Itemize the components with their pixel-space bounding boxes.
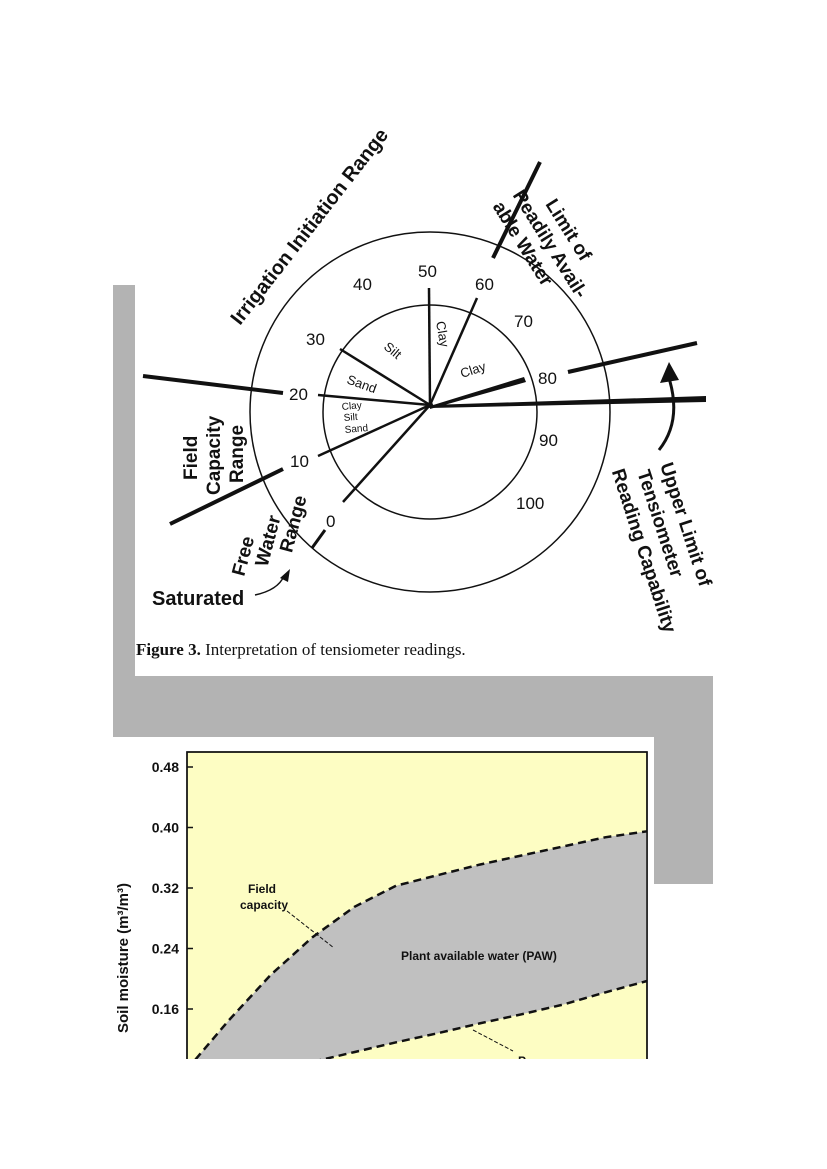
saturated-arrow bbox=[254, 575, 285, 596]
plot-frame bbox=[186, 751, 648, 1059]
saturated-line bbox=[310, 529, 327, 549]
soil-moisture-chart: 0.480.400.320.240.160.08 Soil moisture (… bbox=[115, 751, 648, 1059]
figure3-caption: Figure 3. Interpretation of tensiometer … bbox=[136, 640, 466, 660]
y-tick-label: 0.24 bbox=[152, 941, 179, 957]
dial-label-60: 60 bbox=[475, 275, 494, 294]
irrigation-initiation-label: Irrigation Initiation Range bbox=[227, 125, 393, 329]
upper-limit-arrow bbox=[657, 374, 676, 451]
dial-center bbox=[427, 402, 433, 408]
paw-area bbox=[195, 831, 647, 1059]
figure3-caption-label: Figure 3. bbox=[136, 640, 201, 659]
field-capacity-range-label-2: Capacity bbox=[204, 415, 225, 495]
y-tick-label: 0.16 bbox=[152, 1001, 179, 1017]
dial-label-40: 40 bbox=[353, 275, 372, 294]
field-capacity-line bbox=[194, 830, 648, 1059]
soil-label-clay-small: Clay bbox=[341, 400, 362, 413]
field-capacity-label-2: capacity bbox=[240, 898, 288, 912]
figure3-caption-text: Interpretation of tensiometer readings. bbox=[200, 640, 466, 659]
dial-label-70: 70 bbox=[514, 312, 533, 331]
needle-10 bbox=[317, 403, 431, 458]
dial-label-50: 50 bbox=[418, 262, 437, 281]
soil-label-silt-small: Silt bbox=[343, 412, 358, 424]
needle-90 bbox=[430, 396, 706, 408]
dial-label-30: 30 bbox=[306, 330, 325, 349]
soil-label-sand: Sand bbox=[345, 372, 379, 396]
needle-30 bbox=[339, 347, 431, 407]
field-capacity-range-label-1: Field bbox=[181, 436, 202, 480]
upper-limit-arrowhead bbox=[660, 362, 679, 383]
field-capacity-upper-line bbox=[142, 374, 284, 395]
y-tick-label: 0.40 bbox=[152, 820, 179, 836]
lower-limit-line bbox=[319, 979, 648, 1059]
y-axis-label: Soil moisture (m³/m³) bbox=[115, 883, 132, 1033]
soil-label-silt: Silt bbox=[381, 339, 405, 362]
y-tick-label: 0.48 bbox=[152, 759, 179, 775]
tensiometer-diagram: 0 10 20 30 40 50 60 70 80 90 100 Sand Si… bbox=[142, 125, 715, 636]
lower-limit-pointer bbox=[472, 1029, 514, 1052]
field-capacity-label-1: Field bbox=[248, 882, 276, 896]
dial-label-100: 100 bbox=[516, 494, 544, 513]
dial-label-20: 20 bbox=[289, 385, 308, 404]
field-capacity-pointer bbox=[286, 910, 335, 949]
soil-label-clay-50: Clay bbox=[433, 320, 452, 349]
needle-20 bbox=[317, 393, 431, 407]
limit-readily-available-line bbox=[491, 161, 542, 259]
soil-label-clay-60: Clay bbox=[458, 358, 488, 380]
y-axis-ticks: 0.480.400.320.240.160.08 bbox=[152, 759, 193, 1017]
needle-50 bbox=[427, 287, 432, 406]
figure3-panel: 0 10 20 30 40 50 60 70 80 90 100 Sand Si… bbox=[133, 125, 723, 675]
needle-80 bbox=[430, 377, 526, 409]
field-capacity-range-label-3: Range bbox=[227, 425, 248, 483]
soil-moisture-chart-panel: 0.480.400.320.240.160.08 Soil moisture (… bbox=[111, 737, 654, 1059]
needle-60 bbox=[428, 297, 479, 406]
saturated-arrowhead bbox=[280, 569, 290, 582]
gray-backdrop-bottom bbox=[113, 676, 713, 737]
dial-label-80: 80 bbox=[538, 369, 557, 388]
field-capacity-lower-line bbox=[169, 467, 284, 526]
paw-label: Plant available water (PAW) bbox=[401, 949, 557, 963]
y-tick-label: 0.32 bbox=[152, 880, 179, 896]
needle-0 bbox=[342, 404, 431, 503]
soil-label-sand-small: Sand bbox=[344, 423, 368, 436]
dial-label-0: 0 bbox=[326, 512, 335, 531]
outer-dial-circle bbox=[249, 231, 611, 593]
partial-label: P bbox=[518, 1054, 526, 1059]
gray-backdrop-left bbox=[113, 285, 135, 737]
dial-label-10: 10 bbox=[290, 452, 309, 471]
upper-limit-line bbox=[567, 341, 698, 374]
saturated-label: Saturated bbox=[152, 588, 244, 610]
dial-label-90: 90 bbox=[539, 431, 558, 450]
gray-backdrop-right bbox=[654, 676, 713, 884]
